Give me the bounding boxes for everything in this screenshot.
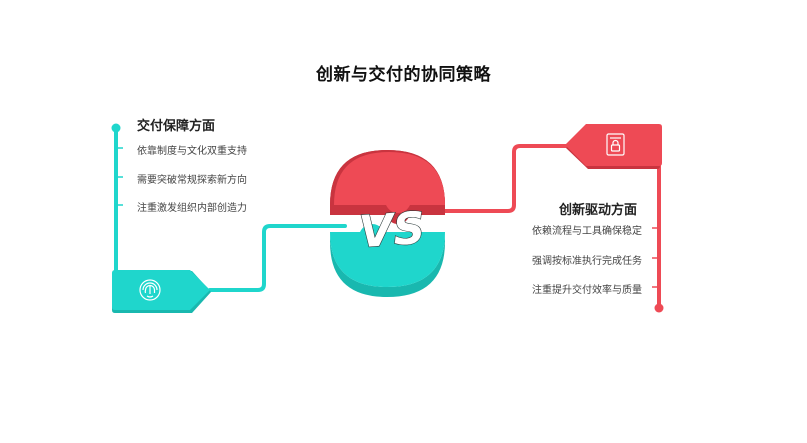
vs-badge: VS bbox=[330, 150, 445, 297]
document-lock-icon bbox=[606, 133, 625, 156]
right-heading: 创新驱动方面 bbox=[558, 203, 637, 218]
right-item-2: 强调按标准执行完成任务 bbox=[532, 256, 642, 267]
right-item-1: 依赖流程与工具确保稳定 bbox=[532, 226, 642, 237]
right-item-3: 注重提升交付效率与质量 bbox=[532, 285, 642, 296]
vs-label: VS bbox=[357, 203, 426, 258]
teal-connector-line bbox=[114, 128, 347, 292]
red-connector-line bbox=[438, 144, 661, 307]
left-heading: 交付保障方面 bbox=[137, 119, 216, 134]
right-tag bbox=[565, 124, 662, 169]
red-end-dot bbox=[654, 303, 664, 313]
left-item-3: 注重激发组织内部创造力 bbox=[137, 203, 247, 214]
left-item-1: 依靠制度与文化双重支持 bbox=[137, 146, 247, 157]
left-tag bbox=[112, 270, 211, 313]
left-item-2: 需要突破常规探索新方向 bbox=[137, 175, 247, 186]
fingerprint-icon bbox=[139, 279, 161, 301]
page-title: 创新与交付的协同策略 bbox=[316, 65, 491, 85]
teal-start-dot bbox=[111, 123, 121, 133]
